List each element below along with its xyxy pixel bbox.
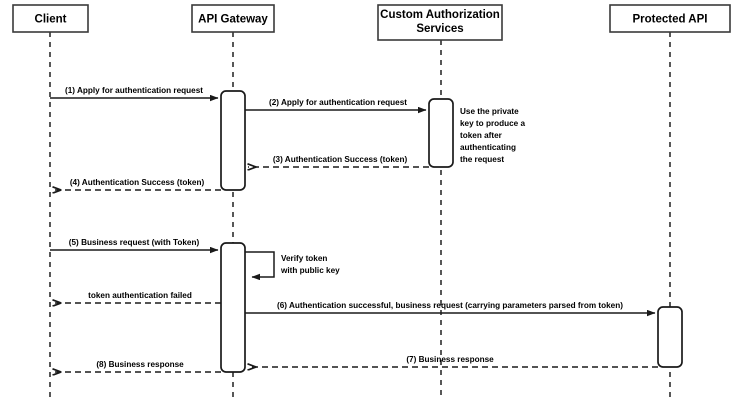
participant-custom-auth[interactable]: Custom Authorization Services <box>377 4 503 41</box>
participant-client[interactable]: Client <box>12 4 89 33</box>
message-2-label: (2) Apply for authentication request <box>269 98 407 107</box>
participant-box-custom-auth[interactable] <box>377 4 503 41</box>
note-private-key-line-1: Use the private <box>460 107 519 116</box>
participant-label-custom-auth-line1: Custom Authorization <box>380 9 500 21</box>
note-private-key-line-2: key to produce a <box>460 119 526 128</box>
message-token-authentication-failed-label: token authentication failed <box>88 291 192 300</box>
message-5[interactable]: (5) Business request (with Token) <box>50 238 219 254</box>
message-token-authentication-failed[interactable]: token authentication failed <box>53 291 221 303</box>
message-8-label: (8) Business response <box>96 360 184 369</box>
message-1[interactable]: (1) Apply for authentication request <box>50 86 219 102</box>
activation-bar-api-gateway-2 <box>220 242 246 373</box>
note-private-key-line-5: the request <box>460 155 504 164</box>
message-7[interactable]: (7) Business response <box>248 355 658 367</box>
participant-label-protected-api: Protected API <box>633 14 708 26</box>
message-5-label: (5) Business request (with Token) <box>69 238 200 247</box>
message-2[interactable]: (2) Apply for authentication request <box>245 98 427 114</box>
message-3[interactable]: (3) Authentication Success (token) <box>248 155 429 167</box>
activation-bar-protected-api-1 <box>657 306 683 368</box>
message-4[interactable]: (4) Authentication Success (token) <box>53 178 221 190</box>
participant-box-client[interactable] <box>12 4 89 33</box>
message-3-label: (3) Authentication Success (token) <box>273 155 408 164</box>
message-1-label: (1) Apply for authentication request <box>65 86 203 95</box>
activation-bar-custom-auth-1 <box>428 98 454 168</box>
participant-protected-api[interactable]: Protected API <box>609 4 731 33</box>
message-4-label: (4) Authentication Success (token) <box>70 178 205 187</box>
message-7-label: (7) Business response <box>406 355 494 364</box>
participant-api-gateway[interactable]: API Gateway <box>191 4 275 33</box>
participant-box-api-gateway[interactable] <box>191 4 275 33</box>
participant-label-api-gateway: API Gateway <box>198 14 268 26</box>
message-self-verify-token-label-line2: with public key <box>280 266 340 275</box>
message-6[interactable]: (6) Authentication successful, business … <box>245 301 656 317</box>
participant-label-client: Client <box>35 14 67 26</box>
note-private-key: Use the private key to produce a token a… <box>460 107 526 164</box>
participant-box-protected-api[interactable] <box>609 4 731 33</box>
participant-label-custom-auth-line2: Services <box>416 23 463 35</box>
message-self-verify-token-label-line1: Verify token <box>281 254 327 263</box>
activation-bar-api-gateway-1 <box>220 90 246 191</box>
activation-bars-group <box>220 90 683 373</box>
note-private-key-line-3: token after <box>460 131 503 140</box>
note-private-key-line-4: authenticating <box>460 143 516 152</box>
message-self-verify-token[interactable]: Verify token with public key <box>245 251 340 281</box>
message-self-verify-token-line <box>245 251 275 281</box>
message-8[interactable]: (8) Business response <box>53 360 221 372</box>
message-6-label: (6) Authentication successful, business … <box>277 301 623 310</box>
